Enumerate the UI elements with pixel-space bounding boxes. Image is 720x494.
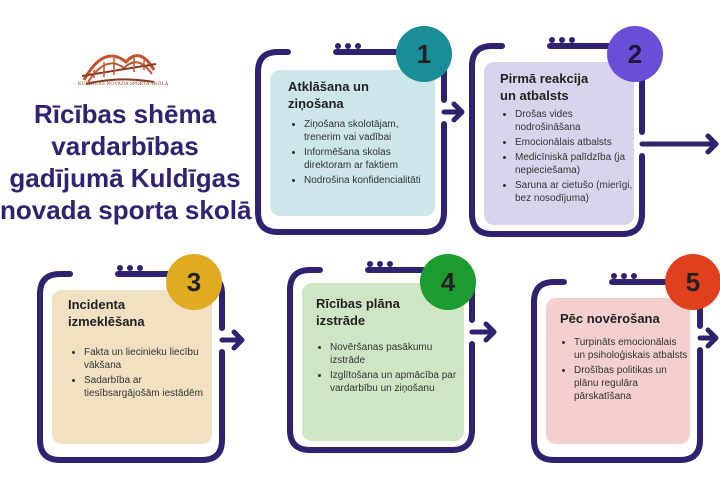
step-3-card: Incidenta izmeklēšana Fakta un lieciniek… (52, 290, 212, 444)
step-1-arrow (441, 101, 465, 123)
step-1-dot (345, 43, 351, 49)
step-2-list: Drošas vides nodrošināšana Emocionālais … (501, 108, 635, 207)
step-1-title-line-1: Atklāšana un (288, 79, 369, 94)
step-2-number-badge: 2 (607, 26, 663, 82)
page-title: Rīcības shēma vardarbības gadījumā Kuldī… (0, 98, 252, 226)
step-4-item-2: Izglītošana un apmācība par vardarbību u… (330, 369, 460, 395)
step-3-item-2: Sadarbība ar tiesībsargājošām iestādēm (84, 374, 214, 400)
step-3-title-line-2: izmeklēšana (68, 314, 145, 329)
step-5-item-2: Drošības politikas un plānu regulāra pār… (574, 364, 689, 403)
step-4-item-1: Novēršanas pasākumu izstrāde (330, 341, 460, 367)
step-4-dot (377, 261, 383, 267)
step-3-dot (127, 265, 133, 271)
step-5-title: Pēc novērošana (560, 310, 685, 327)
step-2-item-1: Drošas vides nodrošināšana (515, 108, 635, 134)
step-2-dot (549, 37, 555, 43)
step-2-item-3: Medicīniskā palīdzība (ja nepieciešama) (515, 151, 635, 177)
step-1-dot (335, 43, 341, 49)
step-2-dot (559, 37, 565, 43)
step-4-dot (387, 261, 393, 267)
step-2-dot (569, 37, 575, 43)
step-3-title: Incidenta izmeklēšana (68, 296, 203, 330)
step-4-title: Rīcības plāna izstrāde (316, 295, 451, 329)
title-line-1: Rīcības shēma (33, 99, 217, 129)
step-5-dot (611, 273, 617, 279)
step-1-title-line-2: ziņošana (288, 96, 344, 111)
step-2-title-line-1: Pirmā reakcija (500, 71, 589, 86)
step-4-arrow (469, 321, 497, 343)
step-1-item-1: Ziņošana skolotājam, trenerim vai vadība… (304, 118, 434, 144)
step-4-card: Rīcības plāna izstrāde Novēršanas pasāku… (302, 283, 464, 441)
step-5-list: Turpināts emocionālais un psiholoģiskais… (560, 336, 689, 405)
step-5-title-line-1: Pēc novērošana (560, 311, 660, 326)
step-4-dot (367, 261, 373, 267)
step-1-title: Atklāšana un ziņošana (288, 78, 428, 112)
step-3-arrow (219, 329, 245, 351)
step-1-item-2: Informēšana skolas direktoram ar faktiem (304, 146, 434, 172)
step-4-title-line-1: Rīcības plāna (316, 296, 400, 311)
step-3-dot (117, 265, 123, 271)
step-2-arrow (639, 133, 719, 155)
step-2-card: Pirmā reakcija un atbalsts Drošas vides … (484, 62, 634, 225)
title-line-3: gadījumā Kuldīgas (9, 163, 241, 193)
step-4-number-badge: 4 (420, 254, 476, 310)
step-3-list: Fakta un liecinieku liecību vākšana Sada… (70, 346, 214, 402)
step-1-card: Atklāšana un ziņošana Ziņošana skolotāja… (270, 70, 435, 216)
step-5-arrow (697, 327, 719, 349)
step-2-title: Pirmā reakcija un atbalsts (500, 70, 630, 104)
step-1-list: Ziņošana skolotājam, trenerim vai vadība… (290, 118, 434, 189)
step-5-number-badge: 5 (665, 254, 720, 310)
step-5-card: Pēc novērošana Turpināts emocionālais un… (546, 298, 690, 444)
title-line-4: novada sporta skolā (0, 195, 252, 225)
step-4-title-line-2: izstrāde (316, 313, 366, 328)
step-1-item-3: Nodrošina konfidencialitāti (304, 174, 434, 187)
step-5-dot (621, 273, 627, 279)
step-5-dot (631, 273, 637, 279)
step-2-title-line-2: un atbalsts (500, 88, 569, 103)
step-1-number-badge: 1 (396, 26, 452, 82)
title-line-2: vardarbības (51, 131, 199, 161)
step-2-item-2: Emocionālais atbalsts (515, 136, 635, 149)
step-3-title-line-1: Incidenta (68, 297, 126, 312)
step-3-dot (137, 265, 143, 271)
step-1-dot (355, 43, 361, 49)
school-logo (81, 54, 157, 85)
step-2-item-4: Saruna ar cietušo (mierīgi, bez nosodīju… (515, 179, 635, 205)
step-3-item-1: Fakta un liecinieku liecību vākšana (84, 346, 214, 372)
step-3-number-badge: 3 (166, 254, 222, 310)
logo-text: KULDĪGAS NOVADA SPORTA SKOLA (78, 82, 169, 87)
step-5-item-1: Turpināts emocionālais un psiholoģiskais… (574, 336, 689, 362)
step-4-list: Novēršanas pasākumu izstrāde Izglītošana… (316, 341, 460, 397)
